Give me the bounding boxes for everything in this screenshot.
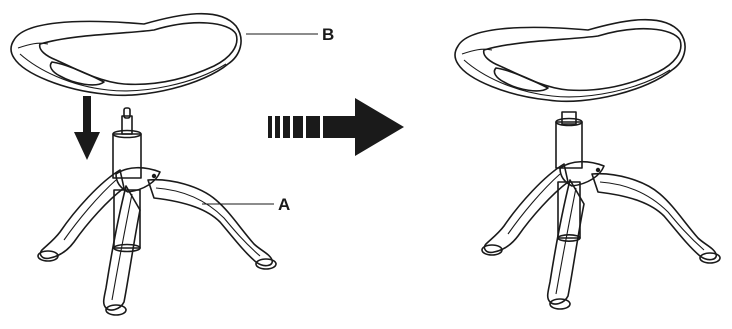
label-part-b: B <box>322 25 334 44</box>
right-arrow-icon <box>268 98 404 156</box>
down-arrow-icon <box>74 96 100 160</box>
base-part-a-right <box>482 162 720 309</box>
seat-part-b-right <box>455 20 685 102</box>
assembled-stool <box>455 20 720 309</box>
base-part-a-left <box>38 168 276 315</box>
seat-part-b-left <box>11 14 241 96</box>
label-part-a: A <box>278 195 290 214</box>
